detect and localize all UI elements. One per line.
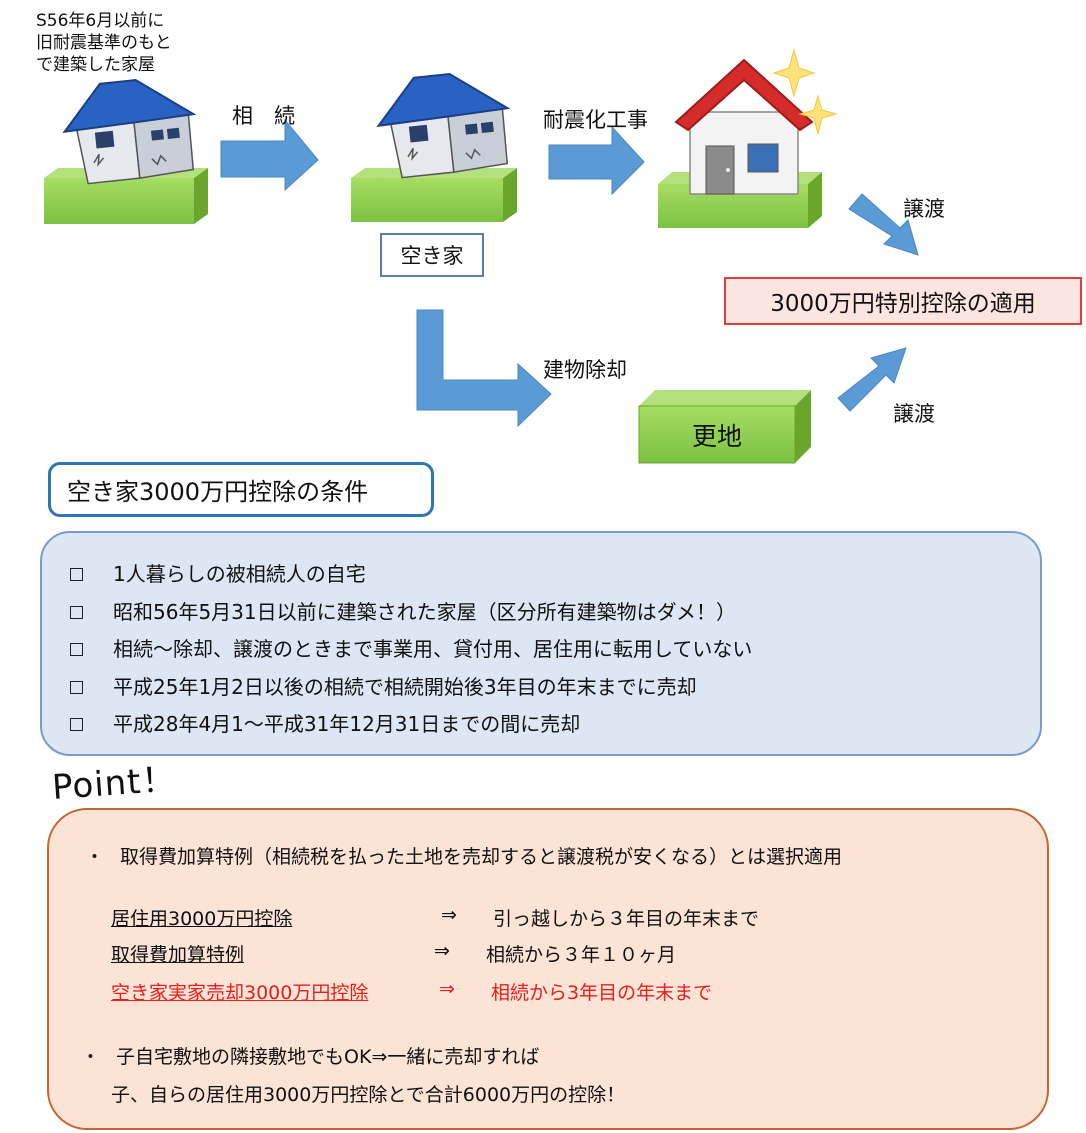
conditions-title: 空き家3000万円控除の条件 xyxy=(48,462,434,517)
label-renovation: 耐震化工事 xyxy=(543,108,648,132)
arrow-transfer-upper xyxy=(848,193,919,256)
vacant-land-block xyxy=(638,390,811,464)
point-bullet-1: ・ 取得費加算特例（相続税を払った土地を売却すると譲渡税が安くなる）とは選択適用 xyxy=(85,846,843,868)
row-value: 相続から3年目の年末まで xyxy=(491,982,713,1004)
point-title: Point！ xyxy=(50,759,178,808)
flow-diagram xyxy=(44,48,919,464)
checkbox-icon xyxy=(70,568,83,582)
label-inherit: 相 続 xyxy=(232,104,295,128)
row-arrow: ⇒ xyxy=(441,904,457,926)
arrow-transfer-lower xyxy=(837,347,907,412)
condition-item: 昭和56年5月31日以前に建築された家屋（区分所有建築物はダメ！） xyxy=(70,594,752,632)
vacant-land-label: 更地 xyxy=(691,421,742,451)
row-value: 相続から３年１０ヶ月 xyxy=(486,944,677,966)
condition-item: 平成28年4月1～平成31年12月31日までの間に売却 xyxy=(70,706,752,744)
point-bullet-2: ・ 子自宅敷地の隣接敷地でもOK⇒一緒に売却すれば xyxy=(81,1046,540,1068)
old-house-icon xyxy=(62,79,197,185)
row-label: 取得費加算特例 xyxy=(111,944,245,966)
condition-item: 相続～除却、譲渡のときまで事業用、貸付用、居住用に転用していない xyxy=(70,631,752,669)
condition-item: 1人暮らしの被相続人の自宅 xyxy=(70,556,752,594)
old-house-icon xyxy=(376,73,511,179)
ground-block-2 xyxy=(351,168,517,222)
intro-text: S56年6月以前に 旧耐震基準のもと で建築した家屋 xyxy=(36,11,172,75)
arrow-demolish xyxy=(416,309,552,428)
condition-item: 平成25年1月2日以後の相続で相続開始後3年目の年末までに売却 xyxy=(70,669,752,707)
label-demolish: 建物除却 xyxy=(543,358,627,382)
label-transfer-upper: 譲渡 xyxy=(903,197,945,221)
row-arrow: ⇒ xyxy=(439,978,455,1000)
checkbox-icon xyxy=(70,643,83,657)
conditions-list: 1人暮らしの被相続人の自宅 昭和56年5月31日以前に建築された家屋（区分所有建… xyxy=(70,556,752,744)
point-bullet-2-line2: 子、自らの居住用3000万円控除とで合計6000万円の控除！ xyxy=(111,1084,626,1106)
row-label: 空き家実家売却3000万円控除 xyxy=(111,982,369,1004)
arrow-inherit xyxy=(220,118,319,192)
ground-block-1 xyxy=(44,168,208,224)
checkbox-icon xyxy=(70,605,83,619)
conditions-box: 1人暮らしの被相続人の自宅 昭和56年5月31日以前に建築された家屋（区分所有建… xyxy=(40,531,1042,756)
checkbox-icon xyxy=(70,718,83,732)
sparkle-icon xyxy=(772,48,838,135)
result-box: 3000万円特別控除の適用 xyxy=(724,277,1082,325)
row-arrow: ⇒ xyxy=(434,940,450,962)
vacant-house-label: 空き家 xyxy=(380,233,484,277)
row-label: 居住用3000万円控除 xyxy=(111,908,293,930)
label-transfer-lower: 譲渡 xyxy=(893,402,935,426)
new-house-icon xyxy=(674,58,814,195)
point-box: ・ 取得費加算特例（相続税を払った土地を売却すると譲渡税が安くなる）とは選択適用… xyxy=(47,808,1049,1130)
row-value: 引っ越しから３年目の年末まで xyxy=(493,908,760,930)
checkbox-icon xyxy=(70,680,83,694)
arrow-renovation xyxy=(548,125,645,196)
